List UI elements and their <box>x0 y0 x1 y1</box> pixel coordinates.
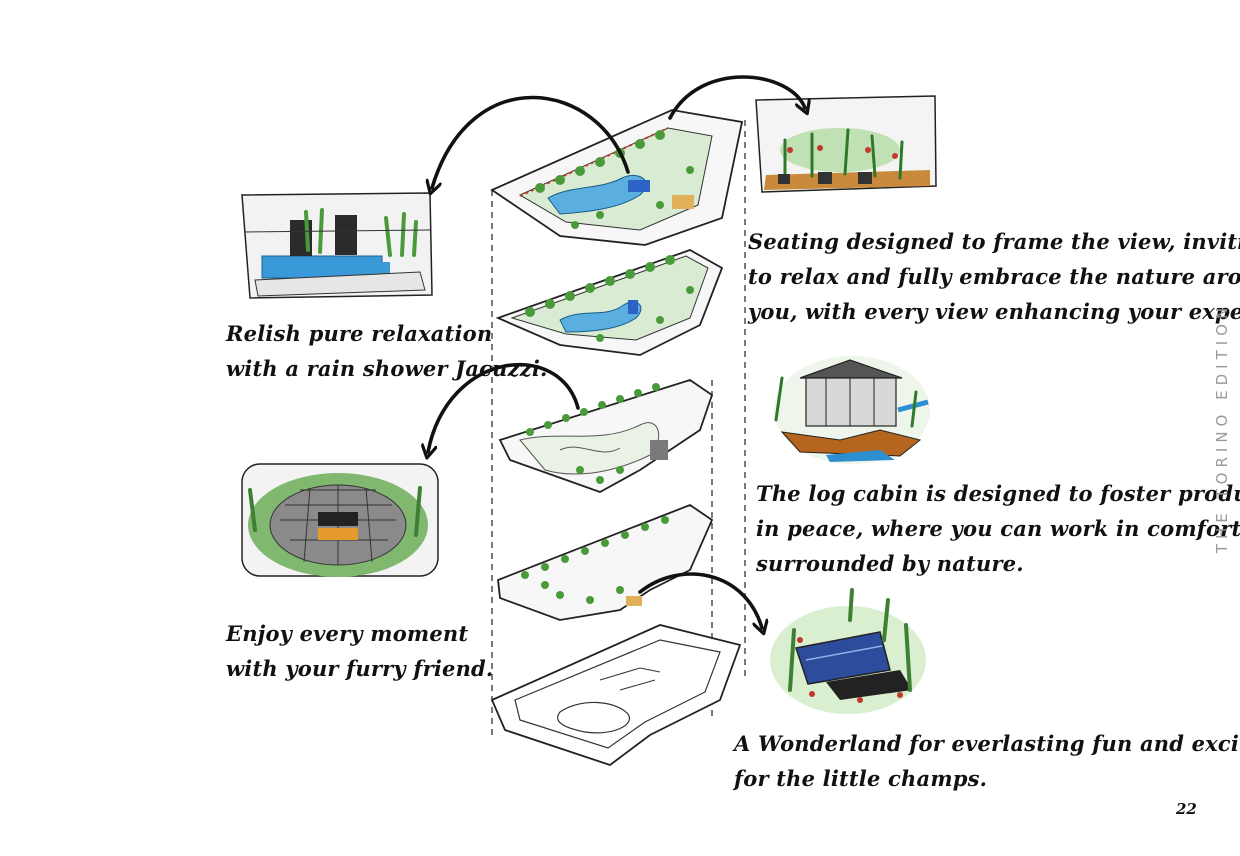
arrow-to-jacuzzi <box>432 95 630 188</box>
masterplan-layer-3 <box>498 379 714 493</box>
caption-line: surrounded by nature. <box>756 551 1024 576</box>
caption-jacuzzi: Relish pure relaxation with a rain showe… <box>226 316 548 386</box>
arrow-to-kids-area <box>638 572 762 628</box>
jacuzzi-sketch <box>241 192 433 299</box>
kids-play-sketch <box>770 588 926 714</box>
caption-line: A Wonderland for everlasting fun and exc… <box>734 731 1240 756</box>
axonometric-guides <box>491 120 746 740</box>
caption-line: Relish pure relaxation <box>226 321 493 346</box>
seating-sketch <box>755 95 937 193</box>
caption-log-cabin: The log cabin is designed to foster prod… <box>756 476 1240 581</box>
side-title-text: THE TORINO EDITION <box>1213 302 1231 554</box>
caption-line: with your furry friend. <box>226 656 494 681</box>
masterplan-layer-base <box>490 624 742 767</box>
pet-park-sketch <box>241 463 439 577</box>
arrow-to-pet-park <box>428 362 580 452</box>
masterplan-layer-2 <box>495 249 724 356</box>
caption-line: you, with every view enhancing your expe… <box>748 299 1240 324</box>
arrow-to-seating <box>668 75 805 120</box>
log-cabin-sketch <box>774 356 930 464</box>
caption-pet-park: Enjoy every moment with your furry frien… <box>226 616 493 686</box>
side-title: THE TORINO EDITION <box>1212 288 1232 568</box>
caption-line: Seating designed to frame the view, invi… <box>748 229 1240 254</box>
caption-seating: Seating designed to frame the view, invi… <box>748 224 1240 329</box>
masterplan-layer-4 <box>497 503 714 621</box>
annotation-arrows <box>428 75 805 628</box>
caption-line: with a rain shower Jacuzzi. <box>226 356 548 381</box>
caption-kids-area: A Wonderland for everlasting fun and exc… <box>734 726 1240 796</box>
page-number: 22 <box>1176 800 1197 818</box>
caption-line: The log cabin is designed to foster prod… <box>756 481 1240 506</box>
masterplan-layer-1 <box>490 109 744 246</box>
caption-line: for the little champs. <box>734 766 988 791</box>
caption-line: in peace, where you can work in comfort … <box>756 516 1240 541</box>
caption-line: to relax and fully embrace the nature ar… <box>748 264 1240 289</box>
caption-line: Enjoy every moment <box>226 621 469 646</box>
